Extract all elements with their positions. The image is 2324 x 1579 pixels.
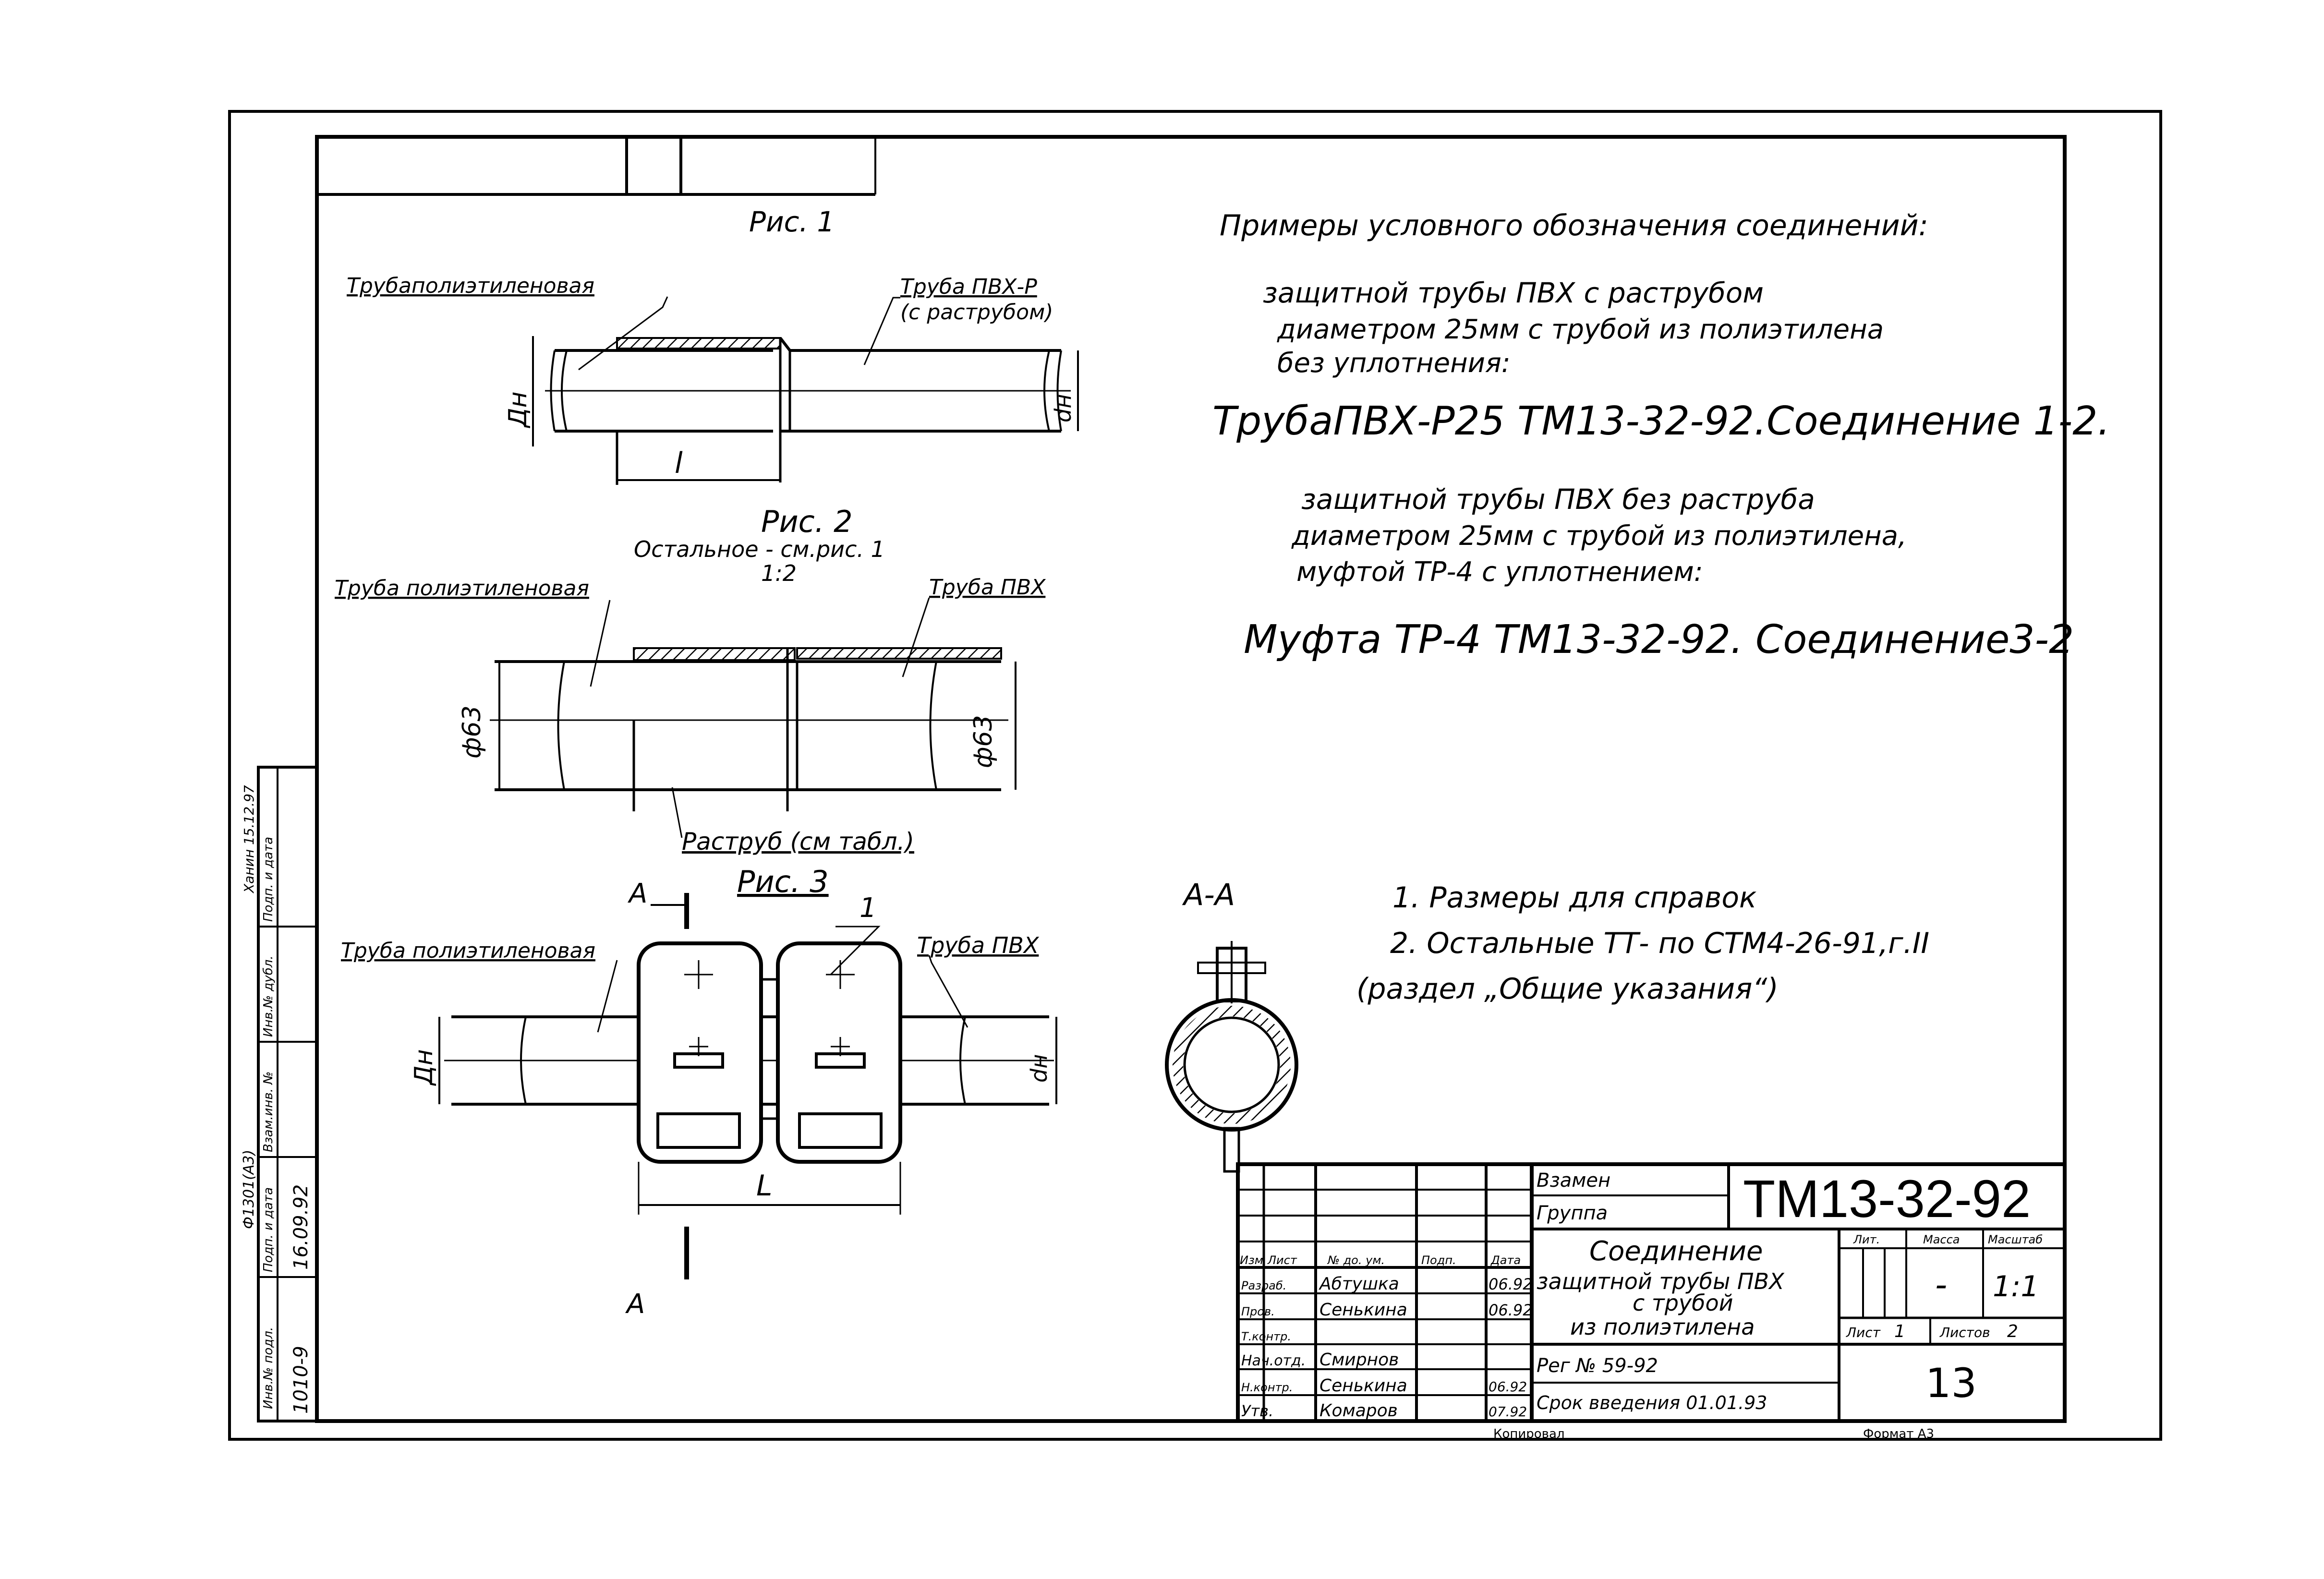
fig2-label-left: Труба полиэтиленовая [335,576,589,601]
fig3-section-top: А [628,878,647,909]
example2-designation: Муфта ТР-4 ТМ13-32-92. Соединение3-2 [1244,617,2074,663]
tb-h-data: Дата [1490,1254,1521,1267]
title-block: Взамен Группа ТМ13-32-92 Соединение защи… [1236,1162,2067,1441]
tb-title-l4: из полиэтилена [1570,1314,1755,1340]
fig3-callout: 1 [859,892,877,924]
section-aa: А-А [1165,877,1298,1173]
tb-r3-role: Т.контр. [1241,1330,1291,1343]
side-col-podp-data: Подп. и дата [261,1187,276,1272]
outer-frame [228,110,2162,1441]
figure-3: Рис. 3 Труба полиэтиленовая Труба ПВХ 1 … [341,864,1057,1320]
side-col-inv-podl: Инв.№ подл. [261,1327,276,1409]
tb-doc-code: ТМ13-32-92 [1743,1169,2031,1229]
tb-title-l2: защитной трубы ПВХ [1537,1268,1785,1294]
fig1-dim-l: l [675,446,683,480]
example2-line2: диаметром 25мм с трубой из полиэтилена, [1291,520,1907,552]
example1-line3: без уплотнения: [1277,348,1511,379]
fig2-dim-right: ф63 [969,715,998,768]
fig3-label-left: Труба полиэтиленовая [341,939,595,963]
tb-massa-h: Масса [1923,1233,1960,1246]
tb-massa-v: - [1935,1265,1947,1304]
tb-r4-role: Нач.отд. [1241,1352,1306,1369]
side-col-inv-dubl: Инв.№ дубл. [261,955,276,1037]
example2-line1: защитной трубы ПВХ без раструба [1301,483,1815,516]
fig1-label-left: Трубаполиэтиленовая [347,274,594,298]
tb-r1-role: Разраб. [1241,1279,1286,1292]
tb-r2-date: 06.92 [1489,1301,1533,1319]
figure-1: Рис. 1 Трубаполиэтиленовая Труба ПВХ-Р (… [347,205,1079,485]
tb-list-v: 1 [1894,1322,1905,1341]
figure-2: Рис. 2 Остальное - см.рис. 1 1:2 Труба п… [335,504,1046,856]
tb-list-label: Лист [1846,1325,1881,1340]
fig2-scale: 1:2 [761,560,797,586]
tb-h-doc: № до. ум. [1327,1254,1385,1267]
tb-r5-role: Н.контр. [1241,1381,1293,1394]
tb-r6-role: Утв. [1241,1402,1273,1420]
tb-vzamen: Взамен [1537,1169,1610,1192]
notes-block: 1. Размеры для справок 2. Остальные ТТ- … [1356,881,1929,1006]
tb-r2-name: Сенькина [1319,1300,1407,1320]
examples-heading: Примеры условного обозначения соединений… [1220,209,1928,242]
fig3-title: Рис. 3 [737,864,829,899]
top-stamp-box [317,137,876,196]
note-3: (раздел „Общие указания“) [1356,972,1779,1006]
tb-lit-h: Лит. [1853,1233,1880,1246]
tb-listov-v: 2 [2007,1322,2018,1341]
fig3-label-right: Труба ПВХ [917,932,1040,958]
tb-r4-name: Смирнов [1319,1350,1399,1370]
fig1-label-right-1: Труба ПВХ-Р [900,275,1037,299]
fig1-dim-dn-small: dн [1050,394,1076,422]
fig3-dim-l: L [756,1169,772,1203]
tb-r6-name: Комаров [1319,1401,1398,1421]
tb-kopiroval: Копировал [1493,1427,1565,1441]
tb-r5-name: Сенькина [1319,1376,1407,1396]
fig2-title: Рис. 2 [761,504,853,539]
tb-srok: Срок введения 01.01.93 [1537,1392,1767,1413]
tb-mashtab-h: Масштаб [1988,1233,2043,1246]
fig2-label-right: Труба ПВХ [929,575,1046,600]
tb-title-l1: Соединение [1589,1236,1763,1267]
tb-mashtab-v: 1:1 [1993,1270,2039,1303]
fig3-dim-dn-small: dн [1026,1054,1052,1083]
tb-h-list: Лист [1267,1254,1297,1267]
tb-format: Формат А3 [1863,1427,1934,1441]
tb-r2-role: Пров. [1241,1305,1275,1318]
fig3-dim-dn: Дн [410,1049,438,1086]
tb-gruppa: Группа [1537,1202,1608,1224]
tb-title-l3: с трубой [1633,1290,1733,1316]
example1-line2: диаметром 25мм с трубой из полиэтилена [1277,314,1884,345]
fig1-dim-dn: Дн [504,391,533,428]
side-col-podp-data2: Подп. и дата [261,837,276,922]
note-1: 1. Размеры для справок [1392,881,1756,915]
tb-r1-date: 06.92 [1489,1275,1533,1293]
side-val-code: Ф1301(А3) [241,1150,257,1229]
side-val-sign: Ханин 15.12.97 [241,785,257,894]
tb-sheet-no: 13 [1925,1360,1977,1407]
tb-h-podp: Подп. [1421,1254,1456,1267]
tb-r1-name: Абтушка [1319,1274,1399,1294]
tb-reg: Рег № 59-92 [1537,1355,1658,1377]
example1-designation: ТрубаПВХ-Р25 ТМ13-32-92.Соединение 1-2. [1212,398,2110,444]
tb-r5-date: 06.92 [1489,1379,1527,1395]
fig2-note: Остальное - см.рис. 1 [634,536,885,562]
note-2: 2. Остальные ТТ- по СТМ4-26-91,г.II [1390,927,1929,960]
side-val-date: 16.09.92 [290,1184,312,1270]
side-stamp: Инв.№ подл. Подп. и дата Взам.инв. № Инв… [241,766,318,1422]
example1-line1: защитной трубы ПВХ с раструбом [1263,277,1764,309]
tb-h-izm: Изм [1240,1254,1263,1267]
fig2-dim-left: ф63 [458,705,486,759]
tb-listov-label: Листов [1939,1325,1990,1340]
side-val-inv: 1010-9 [290,1346,312,1414]
fig1-label-right-2: (с раструбом) [900,300,1053,325]
fig3-section-bottom: А [625,1289,645,1320]
example2-line3: муфтой ТР-4 с уплотнением: [1296,556,1703,588]
fig2-label-bottom: Раструб (см табл.) [682,828,914,856]
side-col-vzam: Взам.инв. № [261,1072,276,1152]
examples-block: Примеры условного обозначения соединений… [1212,209,2110,663]
section-aa-title: А-А [1182,877,1235,912]
tb-r6-date: 07.92 [1489,1404,1527,1420]
fig1-title: Рис. 1 [749,205,835,238]
